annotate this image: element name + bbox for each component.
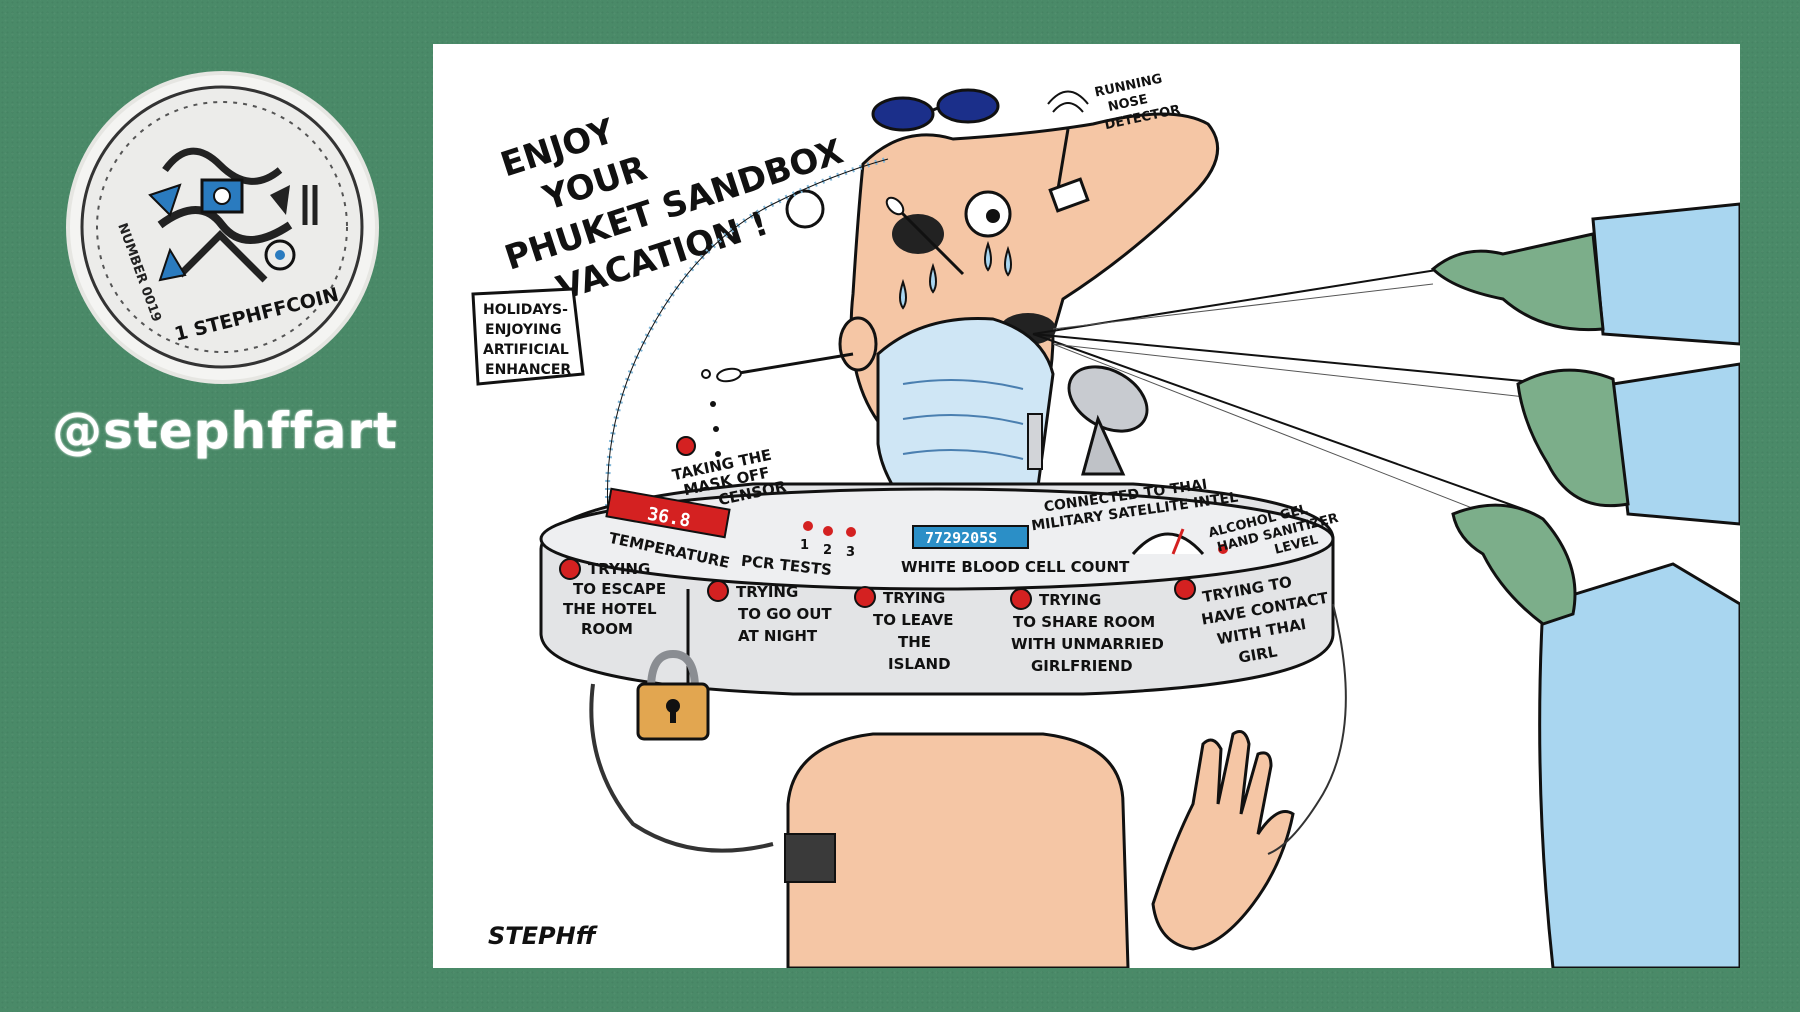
pcr-number-3: 3 (846, 545, 855, 560)
alarm-4-line-2: TO SHARE ROOM (1013, 613, 1155, 631)
cartoon-panel: ENJOY YOUR PHUKET SANDBOX VACATION ! RUN… (433, 44, 1740, 968)
padlock (636, 649, 710, 741)
pcr-number-1: 1 (800, 538, 809, 553)
gloved-hand-bottom (1451, 503, 1740, 968)
holidays-line-3: ARTIFICIAL (483, 342, 569, 358)
alarm-3-line-3: THE (898, 633, 931, 651)
stephffcoin-emblem: NUMBER 0019 1 STEPHFFCOIN (70, 75, 375, 380)
alarm-4-line-1: TRYING (1039, 591, 1101, 609)
pcr-number-2: 2 (823, 543, 832, 558)
alarm-1-line-1: TRYING (588, 560, 650, 578)
temperature-display (605, 487, 731, 539)
gel-gauge (1131, 532, 1205, 555)
ear (838, 316, 878, 372)
satellite-dish (1027, 365, 1149, 476)
alarm-2-line-1: TRYING (736, 583, 798, 601)
alarm-1-line-4: ROOM (581, 620, 633, 638)
holidays-line-4: ENHANCER (485, 362, 571, 378)
alarm-share-room: TRYING TO SHARE ROOM WITH UNMARRIED GIRL… (1010, 588, 1164, 675)
gloved-hand-top (1430, 202, 1740, 346)
alarm-escape-hotel: TRYING TO ESCAPE THE HOTEL ROOM (559, 558, 666, 638)
raised-hand (1151, 730, 1295, 951)
alarm-3-line-1: TRYING (883, 589, 945, 607)
torso (786, 732, 1130, 968)
arm-cuff (784, 833, 836, 883)
alarm-2-line-2: TO GO OUT (738, 605, 832, 623)
wbc-value: 7729205S (925, 529, 997, 547)
artist-handle: @stephffart (52, 402, 398, 460)
alarm-3-line-2: TO LEAVE (873, 611, 953, 629)
alarm-4-line-4: GIRLFRIEND (1031, 657, 1133, 675)
gloved-hand-middle (1516, 362, 1740, 526)
sunglasses (871, 88, 1000, 132)
holidays-enhancer-label: HOLIDAYS- ENJOYING ARTIFICIAL ENHANCER (471, 287, 585, 386)
wbc-display (912, 525, 1029, 549)
wbc-label: WHITE BLOOD CELL COUNT (901, 558, 1130, 576)
headline: ENJOY YOUR PHUKET SANDBOX VACATION ! (496, 111, 848, 309)
alarm-4-line-3: WITH UNMARRIED (1011, 635, 1164, 653)
holidays-line-2: ENJOYING (485, 322, 561, 338)
alarm-1-line-3: THE HOTEL (563, 600, 657, 618)
alarm-1-line-2: TO ESCAPE (573, 580, 666, 598)
alarm-leave-island: TRYING TO LEAVE THE ISLAND (854, 586, 953, 673)
holidays-line-1: HOLIDAYS- (483, 302, 568, 318)
alarm-go-out-night: TRYING TO GO OUT AT NIGHT (707, 580, 832, 645)
alarm-3-line-4: ISLAND (888, 655, 951, 673)
alarm-2-line-3: AT NIGHT (738, 627, 818, 645)
pcr-indicators: 1 2 3 (800, 521, 856, 560)
artist-signature: STEPHff (488, 922, 598, 950)
